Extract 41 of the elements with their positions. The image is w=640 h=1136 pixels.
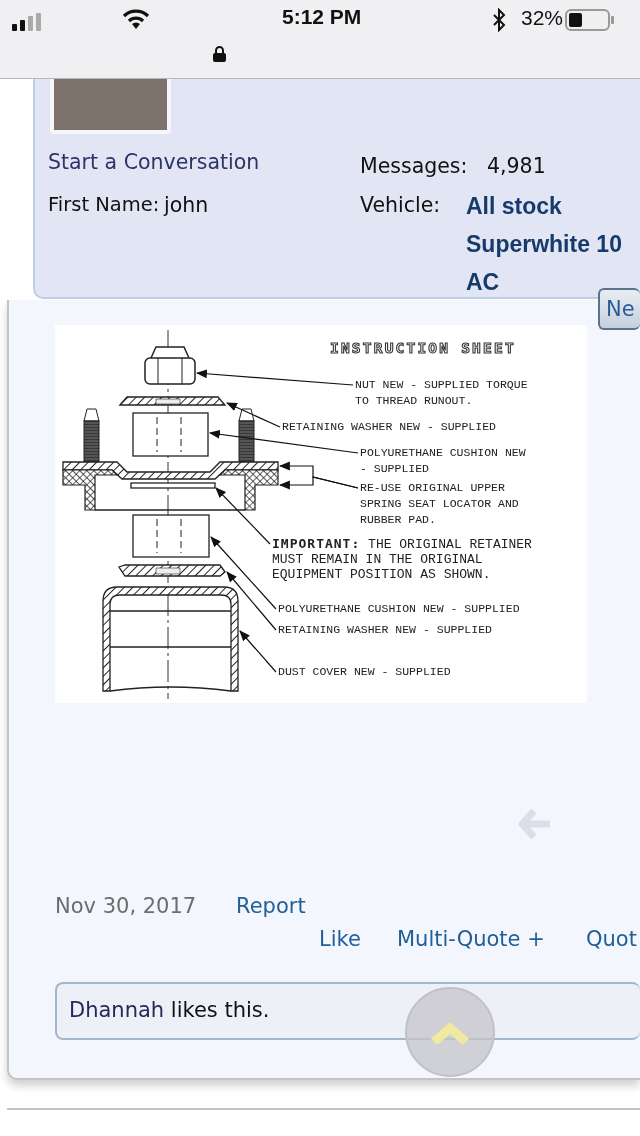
user-link: Dhannah xyxy=(69,998,165,1022)
leader-line xyxy=(226,402,281,428)
multi-quote-link: Multi-Quote + xyxy=(397,927,545,951)
field-label: First Name: xyxy=(48,193,160,216)
new-button: Ne xyxy=(598,288,640,330)
part-label: DUST COVER NEW - SUPPLIED xyxy=(278,664,568,680)
nut-drawing xyxy=(144,346,196,385)
status-time: 5:12 PM xyxy=(282,5,362,29)
leader-line xyxy=(239,630,277,673)
field-label: Messages: xyxy=(360,154,468,178)
field-value: 4,981 xyxy=(487,154,546,178)
leader-line xyxy=(226,571,277,631)
leader-line xyxy=(278,476,359,490)
washer-drawing xyxy=(118,396,227,406)
field-value: john xyxy=(164,193,209,217)
report-link: Report xyxy=(236,894,306,918)
part-label: RETAINING WASHER NEW - SUPPLIED xyxy=(282,419,522,435)
washer-drawing xyxy=(118,564,226,577)
field-label: Vehicle: xyxy=(360,193,441,217)
leader-line xyxy=(208,429,359,454)
leader-line xyxy=(210,536,277,610)
sheet-title: INSTRUCTION SHEET xyxy=(330,340,516,356)
likes-text: Dhannah likes this. xyxy=(69,998,270,1022)
dust-cover-drawing xyxy=(102,586,239,692)
conversation-link: Start a Conversation xyxy=(48,150,260,174)
part-label: POLYURETHANE CUSHION NEW - SUPPLIED xyxy=(278,601,568,617)
part-label: NUT NEW - SUPPLIED TORQUE TO THREAD RUNOUT. xyxy=(355,377,530,409)
quote-link: Quot xyxy=(586,927,637,951)
like-link: Like xyxy=(319,927,361,951)
part-label: RE-USE ORIGINAL UPPER SPRING SEAT LOCATOR AND RUBBER PAD. xyxy=(360,480,550,528)
leader-line xyxy=(215,487,271,545)
part-label: POLYURETHANE CUSHION NEW - SUPPLIED xyxy=(360,445,535,477)
spring-seat-drawing xyxy=(62,461,279,480)
cushion-drawing xyxy=(132,514,210,558)
rubber-pad-drawing xyxy=(62,469,279,511)
part-label: RETAINING WASHER NEW - SUPPLIED xyxy=(278,622,568,638)
leader-line xyxy=(195,369,354,386)
cushion-drawing xyxy=(132,412,209,457)
post-date: Nov 30, 2017 xyxy=(55,894,197,918)
part-label: IMPORTANT: THE ORIGINAL RETAINER MUST REMAIN IN THE ORIGINAL EQUIPMENT POSITION AS SHOWN. xyxy=(272,536,544,582)
battery-percent: 32% xyxy=(521,6,564,30)
